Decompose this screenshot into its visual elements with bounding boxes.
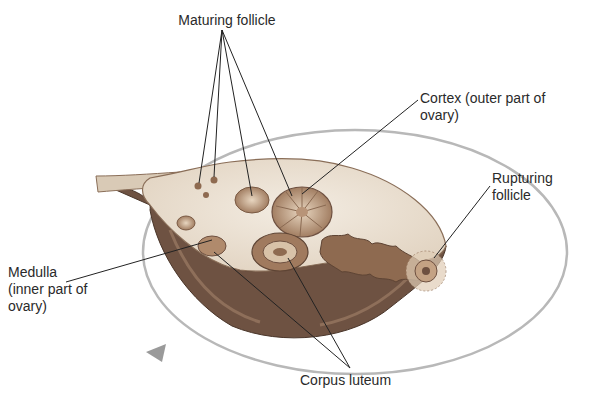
large-follicle: [272, 187, 332, 237]
part-label: Rupturing follicle: [492, 170, 588, 204]
follicle: [195, 183, 202, 190]
part-label: Corpus luteum: [300, 372, 440, 389]
part-label: Maturing follicle: [142, 12, 312, 29]
follicle: [235, 187, 269, 213]
cycle-orbit: [143, 130, 567, 374]
rupturing-follicle: [320, 234, 446, 291]
follicle: [211, 177, 218, 184]
follicle: [177, 216, 195, 230]
corpus-luteum: [198, 236, 226, 256]
follicle: [203, 192, 209, 198]
cycle-arrowhead: [146, 344, 166, 362]
part-label: Medulla (inner part of ovary): [8, 264, 96, 315]
part-label: Cortex (outer part of ovary): [420, 90, 560, 124]
leader-lines: [66, 30, 490, 368]
corpus-luteum: [252, 233, 308, 271]
